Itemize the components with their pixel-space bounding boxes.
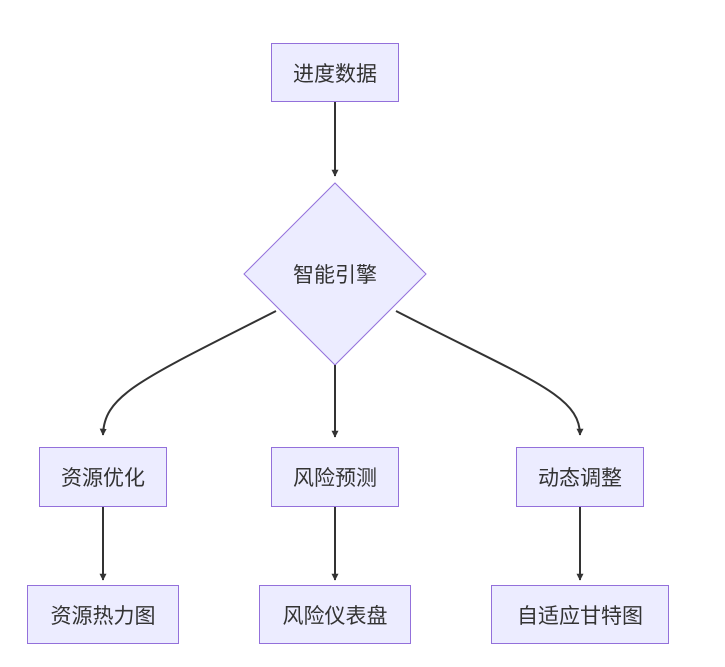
node-progress-data: 进度数据 (271, 43, 399, 102)
node-resource-optimization: 资源优化 (39, 447, 167, 507)
node-smart-engine-label: 智能引擎 (293, 263, 377, 287)
node-resource-heatmap: 资源热力图 (27, 585, 179, 644)
edge-engine-to-resource-optimization (99, 310, 277, 436)
node-risk-prediction: 风险预测 (271, 447, 399, 507)
edge-engine-to-dynamic-adjustment (395, 310, 584, 436)
node-dynamic-adjustment: 动态调整 (516, 447, 644, 507)
node-adaptive-gantt: 自适应甘特图 (491, 585, 669, 644)
node-risk-dashboard: 风险仪表盘 (259, 585, 411, 644)
